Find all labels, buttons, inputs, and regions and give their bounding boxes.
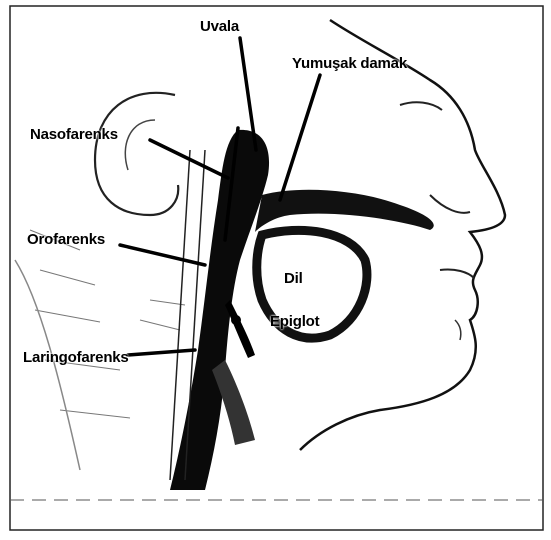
chin-detail	[455, 320, 461, 340]
leader-laryngopharynx	[128, 350, 195, 355]
nose-detail	[430, 195, 470, 213]
label-laringofarenks: Laringofarenks	[23, 349, 129, 366]
label-nasofarenks: Nasofarenks	[30, 126, 118, 143]
epiglottis-shape	[225, 300, 255, 358]
lip-detail	[440, 269, 474, 278]
label-epiglot: Epiglot	[270, 313, 319, 330]
ear-outline	[95, 93, 178, 215]
label-dil: Dil	[284, 270, 303, 287]
leader-soft-palate	[280, 75, 320, 200]
neck-shading	[30, 230, 185, 418]
label-orofarenks: Orofarenks	[27, 231, 105, 248]
ear-inner	[125, 120, 155, 170]
eye-detail	[400, 102, 442, 110]
pharynx-cavity	[170, 130, 269, 490]
label-uvala: Uvala	[200, 18, 239, 35]
epiglottis-dot	[231, 315, 241, 325]
label-yumusak-damak: Yumuşak damak	[292, 55, 407, 72]
figure-border	[10, 6, 543, 530]
leader-oropharynx	[120, 245, 205, 265]
